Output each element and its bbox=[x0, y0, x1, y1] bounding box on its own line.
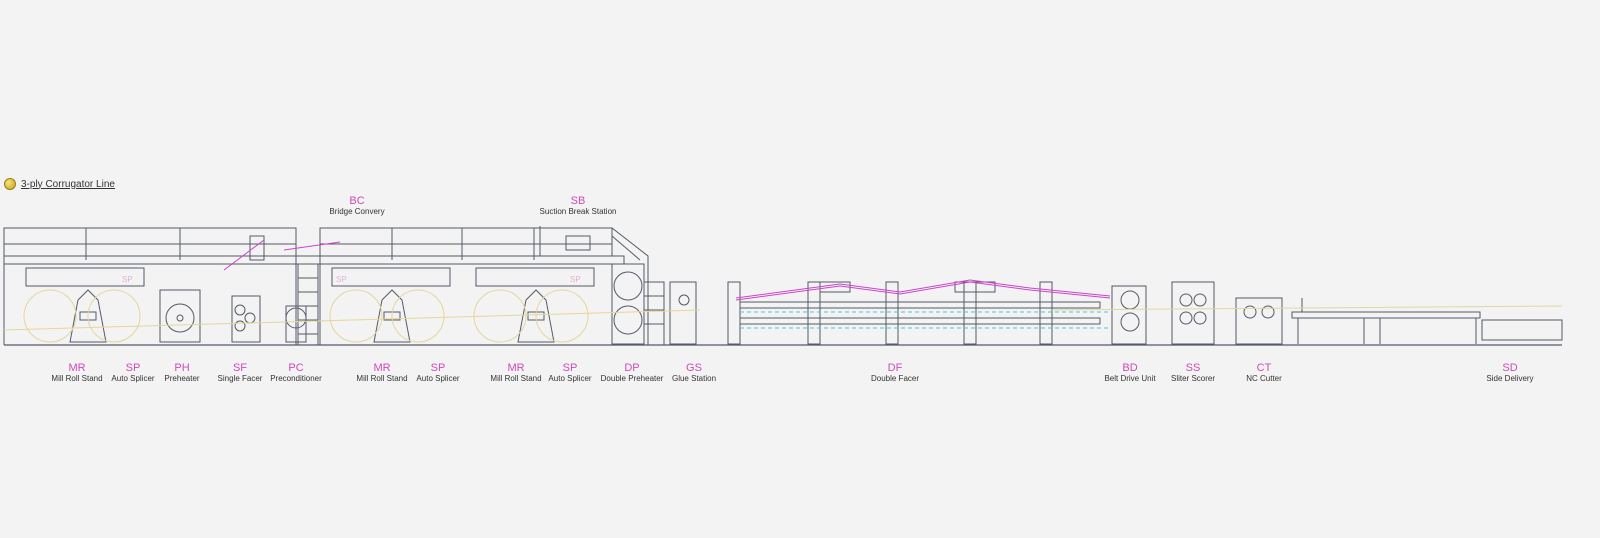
paper-web-paths bbox=[223, 239, 1111, 301]
single-facer bbox=[231, 295, 261, 343]
suction-break bbox=[565, 235, 591, 251]
station-label-bc: BC Bridge Convery bbox=[329, 195, 385, 216]
ladder bbox=[297, 263, 319, 346]
side-delivery bbox=[1481, 319, 1563, 341]
bridge-frame-right bbox=[319, 227, 613, 257]
splicer-rail-2 bbox=[331, 267, 451, 287]
steam-lines bbox=[740, 311, 1110, 329]
preheater bbox=[159, 289, 201, 343]
splicer-rail-3 bbox=[475, 267, 595, 287]
diagram-title-text: 3-ply Corrugator Line bbox=[21, 178, 115, 190]
glue-station bbox=[669, 281, 697, 345]
bridge-frame-left bbox=[3, 227, 297, 257]
machine-tag-sp-1: SP bbox=[122, 275, 133, 284]
roll-circles bbox=[3, 289, 1563, 343]
double-preheater bbox=[611, 263, 645, 345]
double-facer bbox=[727, 281, 1101, 345]
diagram-title: 3-ply Corrugator Line bbox=[4, 178, 115, 190]
sliter-scorer bbox=[1171, 281, 1215, 345]
belt-drive-unit bbox=[1111, 285, 1147, 345]
nc-cutter bbox=[1235, 297, 1283, 345]
station-label-sb: SB Suction Break Station bbox=[539, 195, 617, 216]
machine-tag-sp-3: SP bbox=[570, 275, 581, 284]
stacker-conveyor bbox=[1291, 311, 1481, 319]
machine-tag-sp-2: SP bbox=[336, 275, 347, 284]
bullet-icon bbox=[4, 178, 16, 190]
splicer-rail-1 bbox=[25, 267, 145, 287]
bridge-rail bbox=[3, 255, 625, 265]
